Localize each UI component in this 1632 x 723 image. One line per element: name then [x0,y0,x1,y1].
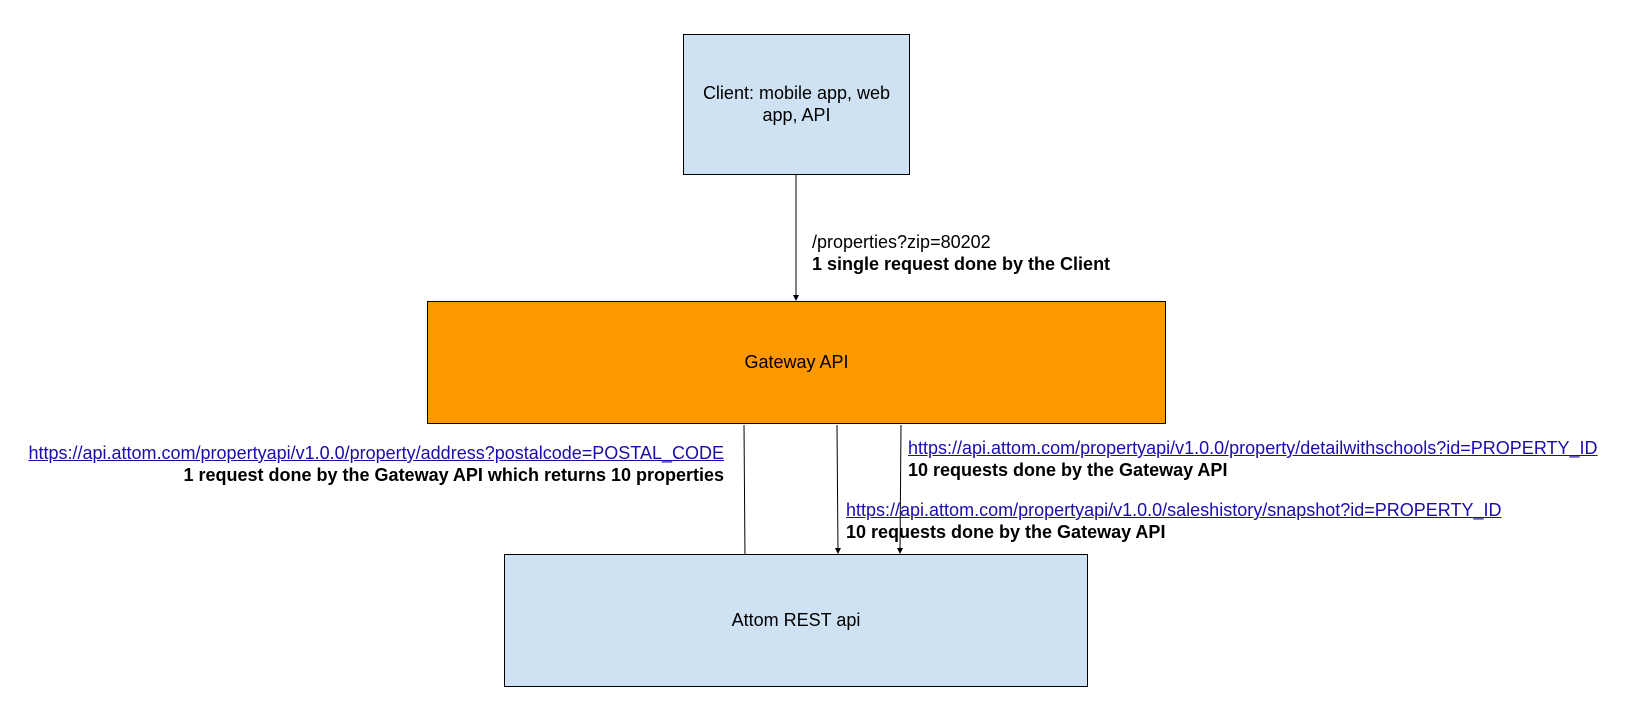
detail-request-label: https://api.attom.com/propertyapi/v1.0.0… [908,437,1598,481]
arrow-address-request [741,424,748,561]
attom-rest-api-node: Attom REST api [504,554,1088,687]
client-request-note: 1 single request done by the Client [812,254,1111,274]
gateway-api-node-label: Gateway API [744,351,849,372]
client-request-path: /properties?zip=80202 [812,232,991,252]
attom-rest-api-node-label: Attom REST api [731,609,861,630]
sales-request-note: 10 requests done by the Gateway API [846,522,1166,542]
address-request-note: 1 request done by the Gateway API which … [183,465,724,485]
arrow-detail-request [897,424,904,554]
sales-request-label: https://api.attom.com/propertyapi/v1.0.0… [846,499,1502,543]
client-node: Client: mobile app, web app, API [683,34,910,175]
detail-request-link[interactable]: https://api.attom.com/propertyapi/v1.0.0… [908,438,1598,458]
client-node-label: Client: mobile app, web app, API [702,82,891,125]
address-request-link[interactable]: https://api.attom.com/propertyapi/v1.0.0… [28,443,724,463]
sales-request-link[interactable]: https://api.attom.com/propertyapi/v1.0.0… [846,500,1502,520]
client-request-label: /properties?zip=80202 1 single request d… [812,231,1110,275]
detail-request-note: 10 requests done by the Gateway API [908,460,1228,480]
arrow-sales-request [834,424,841,554]
address-request-label: https://api.attom.com/propertyapi/v1.0.0… [28,442,724,486]
gateway-api-node: Gateway API [427,301,1166,424]
